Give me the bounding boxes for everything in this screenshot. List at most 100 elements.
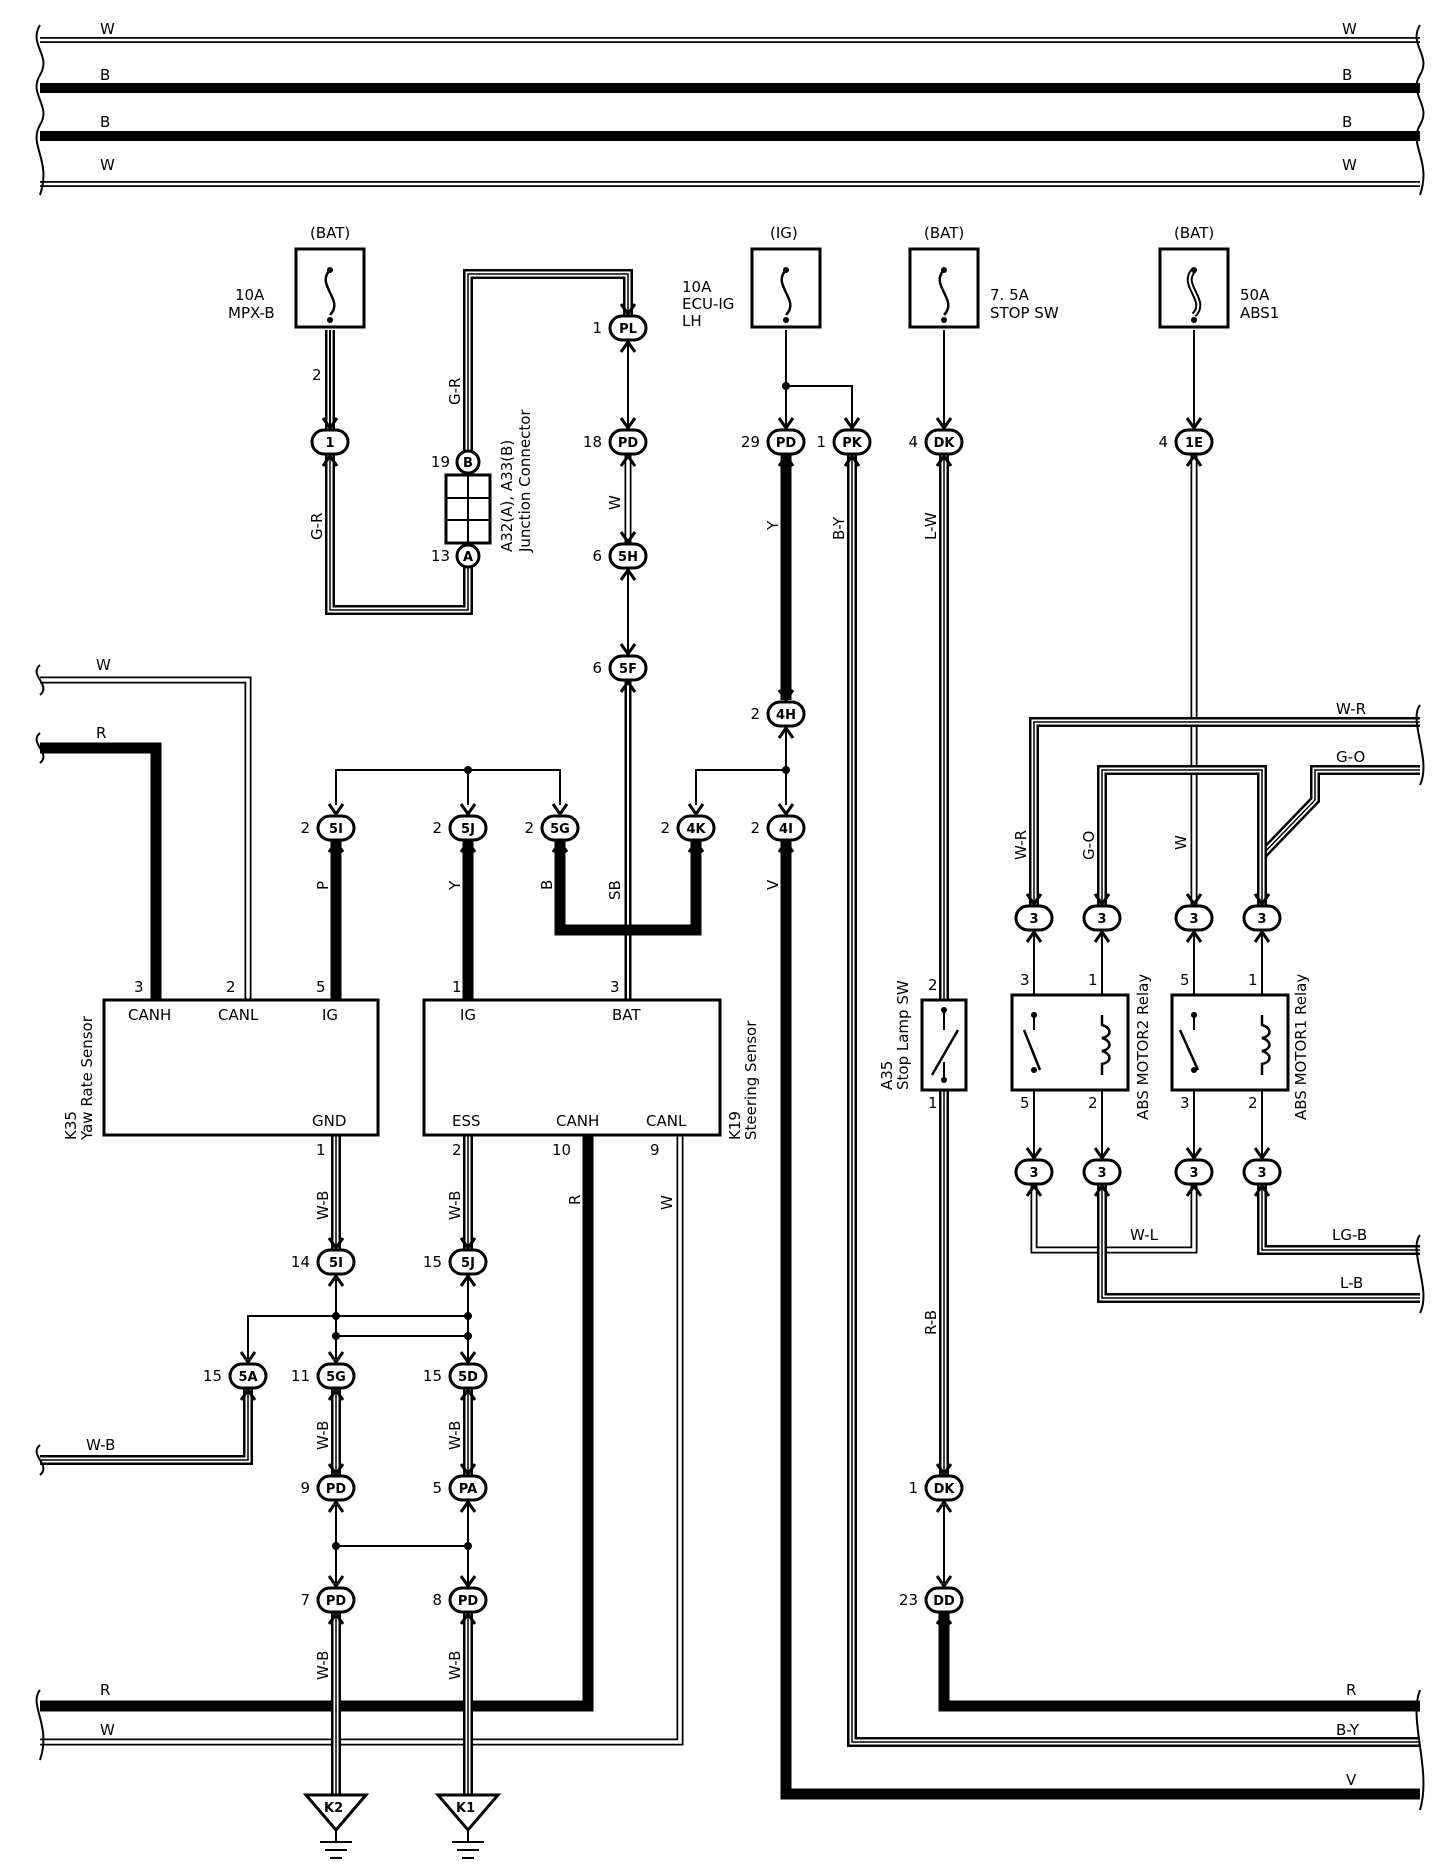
wire-w-mid: W — [658, 1195, 676, 1210]
wire-lw: L-W — [922, 512, 940, 540]
connector-arrow — [777, 803, 795, 817]
junction-pin-tag_b: B19 — [431, 449, 481, 475]
connector-pin: 15 — [203, 1367, 222, 1385]
connector-e1: 1E 4 — [1158, 417, 1214, 467]
relay2-pin1: 1 — [1088, 971, 1098, 989]
wire-gr-2: G-R — [446, 378, 464, 405]
connector-arrow — [1185, 893, 1203, 907]
connector-arrow — [1093, 1147, 1111, 1161]
wire-wl: W-L — [1130, 1226, 1159, 1244]
connector-pin: 2 — [524, 819, 534, 837]
steer-code: K19 — [726, 1111, 744, 1140]
connector-tag: 3 — [1029, 1166, 1038, 1181]
fuse-ecu-rating: 10A — [682, 278, 712, 296]
connector-arrow — [935, 417, 953, 431]
connector-body — [448, 1248, 488, 1276]
connector-arrow — [777, 725, 795, 739]
wire-wb-6: W-B — [446, 1651, 464, 1680]
connector-body — [540, 814, 580, 842]
connector-j5: 5J2 — [432, 803, 488, 853]
connector-tag: 4I — [779, 822, 793, 837]
connector-tag: 3 — [1097, 912, 1106, 927]
bus-w1-label-right: W — [1342, 20, 1357, 38]
connector-tag: 4K — [686, 822, 706, 837]
connector-arrow — [327, 839, 345, 853]
wire-b: B — [538, 880, 556, 890]
connector-arrow — [777, 417, 795, 431]
connector-tag: 5F — [619, 662, 637, 677]
connector-tag: PL — [619, 322, 637, 337]
connector-arrow — [1093, 1183, 1111, 1197]
ground-k2-label: K2 — [324, 1801, 343, 1816]
junction-connector: A32(A), A33(B) Junction Connector — [444, 409, 534, 553]
connector-tag: 3 — [1097, 1166, 1106, 1181]
connector-arrow — [619, 303, 637, 317]
connector-pin: 2 — [432, 819, 442, 837]
steer-pin-canl: 9 — [650, 1141, 660, 1159]
connector-pin: 8 — [432, 1591, 442, 1609]
connector-pd9: PD9 — [300, 1463, 356, 1513]
relay1-name: ABS MOTOR1 Relay — [1292, 974, 1310, 1120]
connector-arrow — [459, 1575, 477, 1589]
connector-arrow — [321, 453, 339, 467]
connector-arrow — [327, 1273, 345, 1287]
wire-w-abs: W — [1172, 835, 1190, 850]
connector-arrow — [551, 839, 569, 853]
connector-arrow — [619, 567, 637, 581]
wires — [40, 269, 1420, 1800]
connector-body — [316, 1474, 356, 1502]
connector-arrow — [1185, 1147, 1203, 1161]
connector-body — [832, 428, 872, 456]
connector-pin: 14 — [291, 1253, 310, 1271]
connector-pin: 2 — [750, 705, 760, 723]
connector-i4: 4I2 — [750, 803, 806, 853]
connector-pin: 23 — [899, 1591, 918, 1609]
junction-desc: Junction Connector — [516, 409, 534, 553]
connector-pin: 4 — [1158, 433, 1168, 451]
connector-tag: 5D — [458, 1370, 478, 1385]
connector-pin: 7 — [300, 1591, 310, 1609]
fuse-mpx-b: (BAT) 10A MPX-B 2 — [228, 224, 366, 384]
connector-arrow — [935, 1611, 953, 1625]
connector-arrow — [777, 453, 795, 467]
connector-body — [676, 814, 716, 842]
connector-body — [1174, 904, 1214, 932]
wire-lgb-right: LG-B — [1332, 1226, 1367, 1244]
wire-go: G-O — [1080, 831, 1098, 860]
fuse-stop-supply: (BAT) — [924, 224, 964, 242]
fuse-mpx-name: MPX-B — [228, 304, 275, 322]
connector-pin: 5 — [432, 1479, 442, 1497]
connector-arrow — [1093, 929, 1111, 943]
stop-lamp-switch: 2 1 A35 Stop Lamp SW — [878, 976, 968, 1112]
connector-body — [1082, 1158, 1122, 1186]
ground-k2: K2 — [302, 1793, 370, 1859]
connector-arrow — [327, 1237, 345, 1251]
junction-pin-body — [455, 543, 481, 569]
connector-arrow — [459, 1273, 477, 1287]
connector-tag: 1 — [325, 436, 334, 451]
connector-tag: PD — [326, 1594, 347, 1609]
yaw-ig: IG — [322, 1006, 338, 1024]
yaw-code: K35 — [62, 1111, 80, 1140]
connector-body — [448, 814, 488, 842]
connector-pin: 6 — [592, 547, 602, 565]
connector-tag: 5H — [618, 550, 638, 565]
connector-tag: 1E — [1185, 436, 1203, 451]
connector-arrow — [935, 1463, 953, 1477]
connector-pin: 2 — [660, 819, 670, 837]
wire-sb: SB — [606, 880, 624, 900]
relay1-pin1: 1 — [1248, 971, 1258, 989]
wire-wb-left: W-B — [86, 1436, 115, 1454]
fuse-ecu-name: ECU-IG — [682, 295, 734, 313]
connector-pin: 15 — [423, 1367, 442, 1385]
connector-arrow — [459, 1351, 477, 1365]
connector-arrow — [1253, 929, 1271, 943]
steer-pin-ig: 1 — [452, 978, 462, 996]
connector-pin: 4 — [908, 433, 918, 451]
connector-pin: 9 — [300, 1479, 310, 1497]
